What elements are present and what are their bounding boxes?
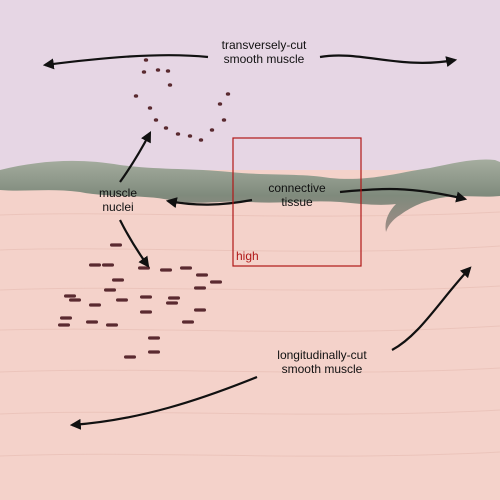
nucleus-dot: [165, 69, 171, 73]
longitudinal-muscle-region: [0, 170, 500, 500]
arrow-nuclei-down: [119, 219, 150, 268]
nucleus-streak: [89, 263, 101, 267]
nucleus-streak: [110, 243, 122, 247]
nucleus-dot: [217, 102, 223, 106]
nucleus-dot: [147, 106, 153, 110]
nucleus-streaks-group: [58, 243, 222, 359]
nucleus-streak: [106, 323, 118, 327]
nucleus-dot: [133, 94, 139, 98]
label-connective-line1: connective: [268, 181, 326, 195]
nucleus-streak: [104, 288, 116, 292]
arrow-longitudinal-right: [391, 266, 472, 351]
label-transverse-line1: transversely-cut: [221, 38, 307, 52]
nucleus-streak: [166, 301, 178, 305]
arrow-nuclei-up: [119, 131, 152, 183]
nucleus-streak: [102, 263, 114, 267]
nucleus-streak: [138, 266, 150, 270]
nucleus-streak: [160, 268, 172, 272]
label-longitudinally-cut-smooth-muscle: longitudinally-cut smooth muscle: [260, 348, 384, 376]
nucleus-dot: [209, 128, 215, 132]
pointer-arrows: [42, 54, 472, 430]
longitudinal-fiber-streaks: [0, 211, 500, 457]
label-longitudinal-line1: longitudinally-cut: [277, 348, 367, 362]
nucleus-streak: [89, 303, 101, 307]
label-connective-tissue: connective tissue: [252, 181, 342, 209]
nucleus-streak: [124, 355, 136, 359]
nucleus-streak: [182, 320, 194, 324]
nucleus-streak: [86, 320, 98, 324]
nucleus-streak: [180, 266, 192, 270]
nucleus-streak: [196, 273, 208, 277]
nucleus-dot: [153, 118, 159, 122]
nucleus-dot: [198, 138, 204, 142]
nucleus-streak: [64, 294, 76, 298]
nucleus-dot: [143, 58, 149, 62]
connective-tissue-band: [0, 159, 500, 232]
arrow-longitudinal-left: [69, 375, 258, 430]
nucleus-dot: [163, 126, 169, 130]
nucleus-dot: [221, 118, 227, 122]
arrow-transverse-right: [319, 54, 458, 67]
nucleus-dot: [167, 83, 173, 87]
nucleus-streak: [148, 350, 160, 354]
nucleus-streak: [112, 278, 124, 282]
nucleus-streak: [194, 286, 206, 290]
label-nuclei-line1: muscle: [98, 186, 137, 200]
label-longitudinal-line2: smooth muscle: [281, 362, 363, 376]
high-magnification-box[interactable]: [232, 137, 362, 267]
nucleus-streak: [116, 298, 128, 302]
arrow-connective-left: [165, 197, 253, 209]
label-muscle-nuclei: muscle nuclei: [90, 186, 146, 214]
nucleus-dot: [155, 68, 161, 72]
nucleus-streak: [69, 298, 81, 302]
nucleus-streak: [148, 336, 160, 340]
nucleus-dot: [141, 70, 147, 74]
nucleus-streak: [168, 296, 180, 300]
arrow-connective-right: [339, 187, 468, 203]
nucleus-dots-group: [133, 58, 231, 142]
label-transversely-cut-smooth-muscle: transversely-cut smooth muscle: [204, 38, 324, 66]
nucleus-streak: [210, 280, 222, 284]
nucleus-streak: [194, 308, 206, 312]
high-magnification-box-label: high: [236, 249, 259, 263]
nucleus-dot: [175, 132, 181, 136]
label-nuclei-line2: nuclei: [102, 200, 134, 214]
nucleus-dot: [225, 92, 231, 96]
nucleus-dot: [187, 134, 193, 138]
nucleus-streak: [60, 316, 72, 320]
label-connective-line2: tissue: [281, 195, 313, 209]
nucleus-streak: [140, 310, 152, 314]
nucleus-streak: [140, 295, 152, 299]
arrow-transverse-left: [42, 54, 209, 70]
nucleus-streak: [58, 323, 70, 327]
label-transverse-line2: smooth muscle: [223, 52, 305, 66]
